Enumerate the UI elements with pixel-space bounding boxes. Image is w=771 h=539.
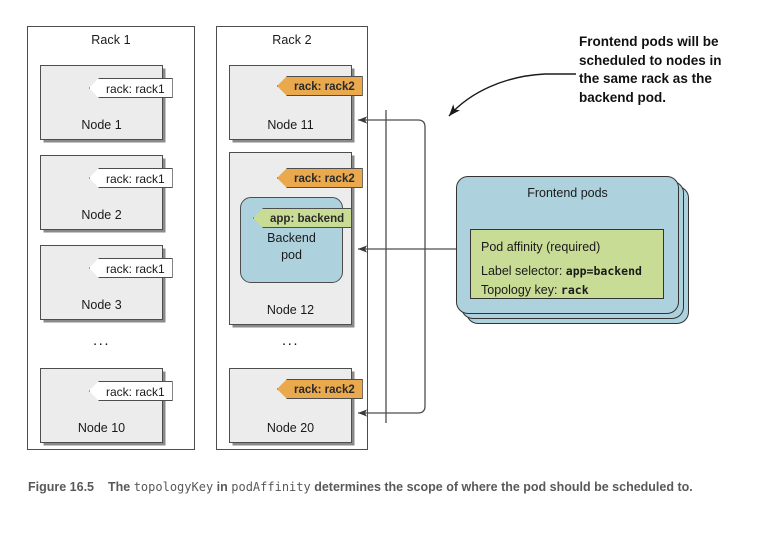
annotation-leader-arrow (448, 73, 576, 117)
node-label-1: Node 1 (81, 118, 122, 132)
figure-caption: Figure 16.5 The topologyKey in podAffinit… (28, 478, 743, 496)
affinity-heading: Pod affinity (required) (481, 240, 601, 254)
node-label-tag-rack1-a: rack: rack1 (89, 78, 173, 98)
rack-1-title: Rack 1 (91, 33, 131, 47)
caption-figure-number: Figure 16.5 (28, 480, 94, 494)
label-selector-prefix: Label selector: (481, 264, 566, 278)
backend-pod-label-line1: Backend (267, 231, 316, 245)
backend-pod-label-line2: pod (281, 248, 302, 262)
node-label-tag-rack1-d: rack: rack1 (89, 381, 173, 401)
annotation-callout-text: Frontend pods will be scheduled to nodes… (579, 34, 722, 105)
rack-2-ellipsis: ... (281, 332, 299, 349)
node-label-11: Node 11 (267, 118, 314, 132)
caption-text-part-2: in (213, 480, 232, 494)
caption-code-podaffinity: podAffinity (231, 480, 311, 494)
frontend-pods-title: Frontend pods (527, 186, 608, 200)
node-label-20: Node 20 (266, 421, 315, 435)
rack-1-ellipsis: ... (92, 332, 110, 349)
node-label-tag-rack1-c: rack: rack1 (89, 258, 173, 278)
rack-2-title: Rack 2 (272, 33, 312, 47)
node-label-tag-rack2-c: rack: rack2 (277, 379, 363, 399)
caption-text-part-3: determines the scope of where the pod sh… (310, 480, 693, 494)
node-label-tag-rack2-b: rack: rack2 (277, 168, 363, 188)
affinity-connector-lines (357, 110, 456, 423)
topology-key-value: rack (560, 283, 589, 297)
node-box-3: Node 3 (40, 245, 163, 320)
backend-pod-label: Backend pod (241, 230, 342, 264)
node-label-10: Node 10 (77, 421, 126, 435)
node-label-12: Node 12 (266, 303, 315, 317)
node-box-2: Node 2 (40, 155, 163, 230)
node-box-10: Node 10 (40, 368, 163, 443)
topology-key-line: Topology key: rack (481, 281, 653, 300)
node-label-3: Node 3 (81, 298, 122, 312)
topology-key-prefix: Topology key: (481, 283, 561, 297)
node-box-1: Node 1 (40, 65, 163, 140)
pod-affinity-spec-box: Pod affinity (required) Label selector: … (470, 229, 664, 299)
label-selector-value: app=backend (565, 264, 642, 278)
node-label-tag-rack1-b: rack: rack1 (89, 168, 173, 188)
label-selector-line: Label selector: app=backend (481, 262, 653, 281)
pod-label-tag-app-backend: app: backend (253, 208, 353, 228)
caption-code-topologykey: topologyKey (133, 480, 214, 494)
caption-text-part-1: The (108, 480, 134, 494)
node-label-2: Node 2 (81, 208, 122, 222)
node-label-tag-rack2-a: rack: rack2 (277, 76, 363, 96)
